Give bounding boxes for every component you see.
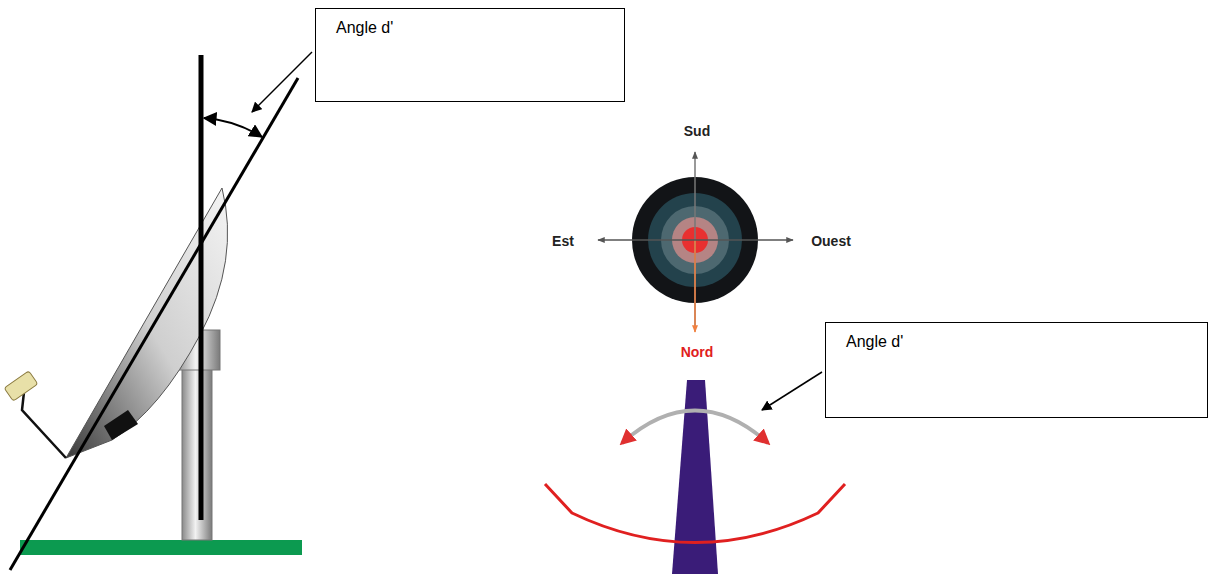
callout-text: Angle d' [846, 333, 1189, 351]
compass-label: Ouest [811, 233, 851, 249]
azimuth-pointer [545, 372, 845, 574]
compass [598, 152, 793, 332]
callout-text: Angle d' [336, 19, 606, 37]
compass-label: Sud [684, 123, 710, 139]
compass-label: Nord [681, 344, 714, 360]
satellite-dish [4, 52, 312, 570]
callout-box: Angle d' [825, 322, 1208, 418]
compass-label: Est [552, 233, 574, 249]
callout-box: Angle d' [315, 8, 625, 102]
